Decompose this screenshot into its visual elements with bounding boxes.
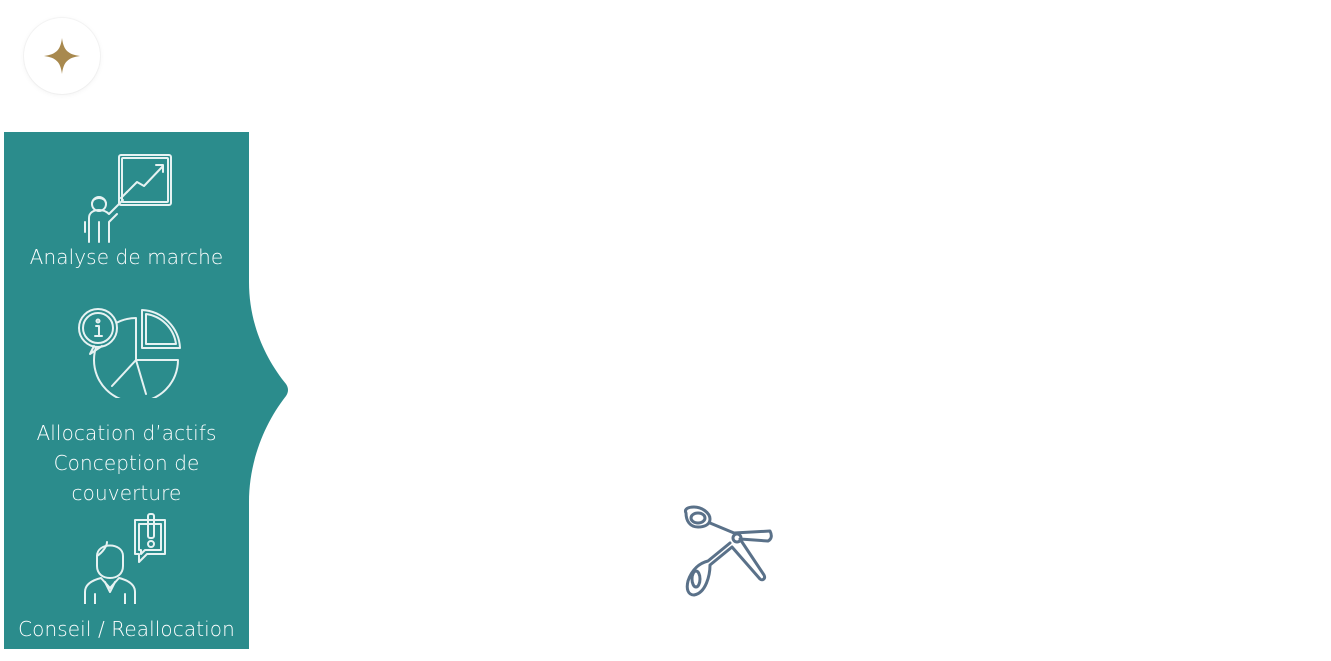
step-analyse-de-marche[interactable]: Analyse de marche (4, 152, 249, 272)
scissors-cursor (680, 505, 776, 601)
step-allocation-conception[interactable]: Allocation d’actifs Conception de couver… (4, 304, 249, 508)
step-label-line-3: couverture (71, 481, 182, 505)
market-analysis-icon (77, 152, 177, 244)
pie-chart-info-icon (72, 304, 182, 398)
process-sidebar: Analyse de marche Allocation d’actifs (4, 132, 289, 649)
sidebar-arrow-shape (4, 132, 288, 649)
step-label: Analyse de marche (29, 245, 224, 269)
step-conseil-reallocation[interactable]: Conseil / Reallocation (4, 512, 249, 644)
advisor-alert-icon (77, 512, 177, 604)
logo[interactable] (24, 18, 100, 94)
step-label-line-1: Allocation d’actifs (36, 421, 217, 445)
step-label-line-2: Conception de (53, 451, 200, 475)
sparkle-star-icon (44, 38, 80, 74)
step-label: Conseil / Reallocation (18, 617, 235, 641)
scissors-icon (684, 505, 773, 597)
